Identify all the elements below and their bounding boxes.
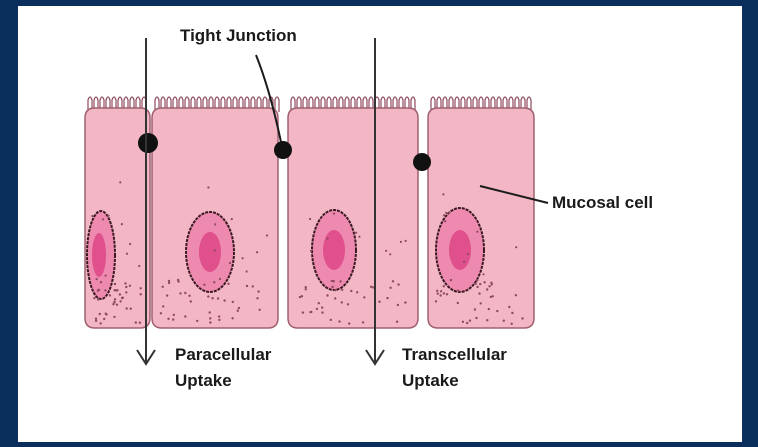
tight-junction-2	[274, 141, 292, 159]
transcellular-label-line1: Transcellular	[402, 345, 507, 364]
paracellular-label-line2: Uptake	[175, 371, 232, 390]
cell-2	[152, 108, 278, 328]
tight-junction-label: Tight Junction	[180, 26, 297, 45]
cell-4	[428, 108, 534, 328]
transcellular-label-line2: Uptake	[402, 371, 459, 390]
nucleolus-4	[449, 230, 471, 270]
mucosal-cell-label: Mucosal cell	[552, 193, 653, 212]
tight-junction-3	[413, 153, 431, 171]
cell-3-body	[288, 108, 418, 328]
tight-junction-1	[138, 133, 158, 153]
cell-3	[288, 108, 418, 328]
nucleolus-1	[92, 233, 106, 277]
nucleolus-3	[323, 230, 345, 270]
nucleolus-2	[199, 232, 221, 272]
paracellular-label-line1: Paracellular	[175, 345, 272, 364]
